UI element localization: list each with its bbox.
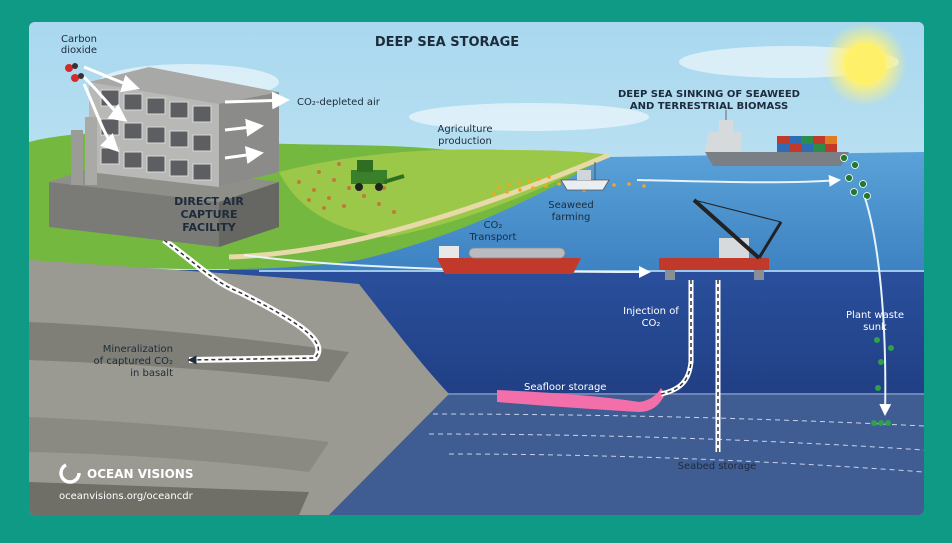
sediment-layer-3: [448, 453, 924, 473]
injection-platform-icon: [659, 198, 783, 280]
co2-tanker-icon: [437, 246, 581, 274]
seafloor-storage-lens: [497, 388, 665, 412]
ocean-visions-logo: [59, 462, 81, 484]
sinking-waste-particles: [871, 337, 894, 426]
co2-transport-label-1: CO₂: [484, 220, 503, 231]
biomass-route-arrow: [636, 174, 841, 187]
plant-waste-label-2: sunk: [863, 322, 887, 333]
rock-layer: [29, 417, 329, 472]
mineralization-flow: [163, 239, 320, 365]
seabed-storage-label: Seabed storage: [678, 461, 757, 472]
sun-disc: [844, 43, 886, 85]
brand-url: oceanvisions.org/oceancdr: [59, 491, 194, 502]
sediment-layer-2: [428, 433, 924, 451]
agriculture-label-2: production: [438, 136, 492, 147]
diagram-frame: DEEP SEA STORAGE Carbon dioxide CO₂-depl…: [29, 22, 924, 515]
rock-layer-lower: [29, 482, 309, 515]
plant-waste-label-1: Plant waste: [846, 310, 904, 321]
fishing-boat-icon: [560, 162, 610, 191]
harvester-icon: [351, 160, 405, 191]
carbon-dioxide-label-1: Carbon: [61, 34, 97, 45]
co2-molecule-icons: [65, 63, 84, 82]
seaweed-farm-buoys: [492, 175, 646, 196]
mineralization-label-2: of captured CO₂: [94, 356, 173, 367]
direct-air-capture-facility: [49, 67, 279, 247]
plant-waste-sinking-arrow: [864, 197, 892, 416]
co2-depleted-air-arrows: [224, 91, 290, 164]
injection-pipe-seafloor: [660, 280, 694, 397]
mineralization-label-1: Mineralization: [103, 344, 173, 355]
co2-depleted-air-label: CO₂-depleted air: [297, 97, 381, 108]
air-intake-arrows: [82, 65, 140, 153]
mineralization-label-3: in basalt: [130, 368, 173, 379]
diagram-title: DEEP SEA STORAGE: [375, 35, 519, 50]
co2-transport-label-2: Transport: [469, 232, 517, 243]
deep-sea-storage-diagram: DEEP SEA STORAGE Carbon dioxide CO₂-depl…: [29, 22, 924, 515]
seaweed-farming-label-2: farming: [552, 212, 591, 223]
deep-sea-sinking-label-2: AND TERRESTRIAL BIOMASS: [630, 101, 788, 112]
injection-label-2: CO₂: [642, 318, 661, 329]
seafloor-storage-label: Seafloor storage: [524, 382, 606, 393]
injection-label-1: Injection of: [623, 306, 679, 317]
deep-sea-sinking-label-1: DEEP SEA SINKING OF SEAWEED: [618, 89, 800, 100]
basalt-layer: [29, 322, 349, 382]
sediment-layer-1: [423, 413, 924, 427]
dac-facility-label-2: CAPTURE: [180, 208, 237, 221]
brand-name: OCEAN VISIONS: [87, 467, 193, 481]
seaweed-farming-label-1: Seaweed: [548, 200, 593, 211]
seafloor: [329, 394, 924, 515]
dac-facility-label-1: DIRECT AIR: [174, 195, 244, 208]
co2-transport-route-arrow: [243, 254, 651, 278]
agriculture-label-1: Agriculture: [438, 124, 493, 135]
shoreline: [228, 152, 610, 260]
seaweed-bundles: [840, 154, 871, 200]
dac-facility-label-3: FACILITY: [182, 221, 237, 234]
container-ship-icon: [705, 110, 849, 166]
carbon-dioxide-label-2: dioxide: [61, 45, 97, 56]
